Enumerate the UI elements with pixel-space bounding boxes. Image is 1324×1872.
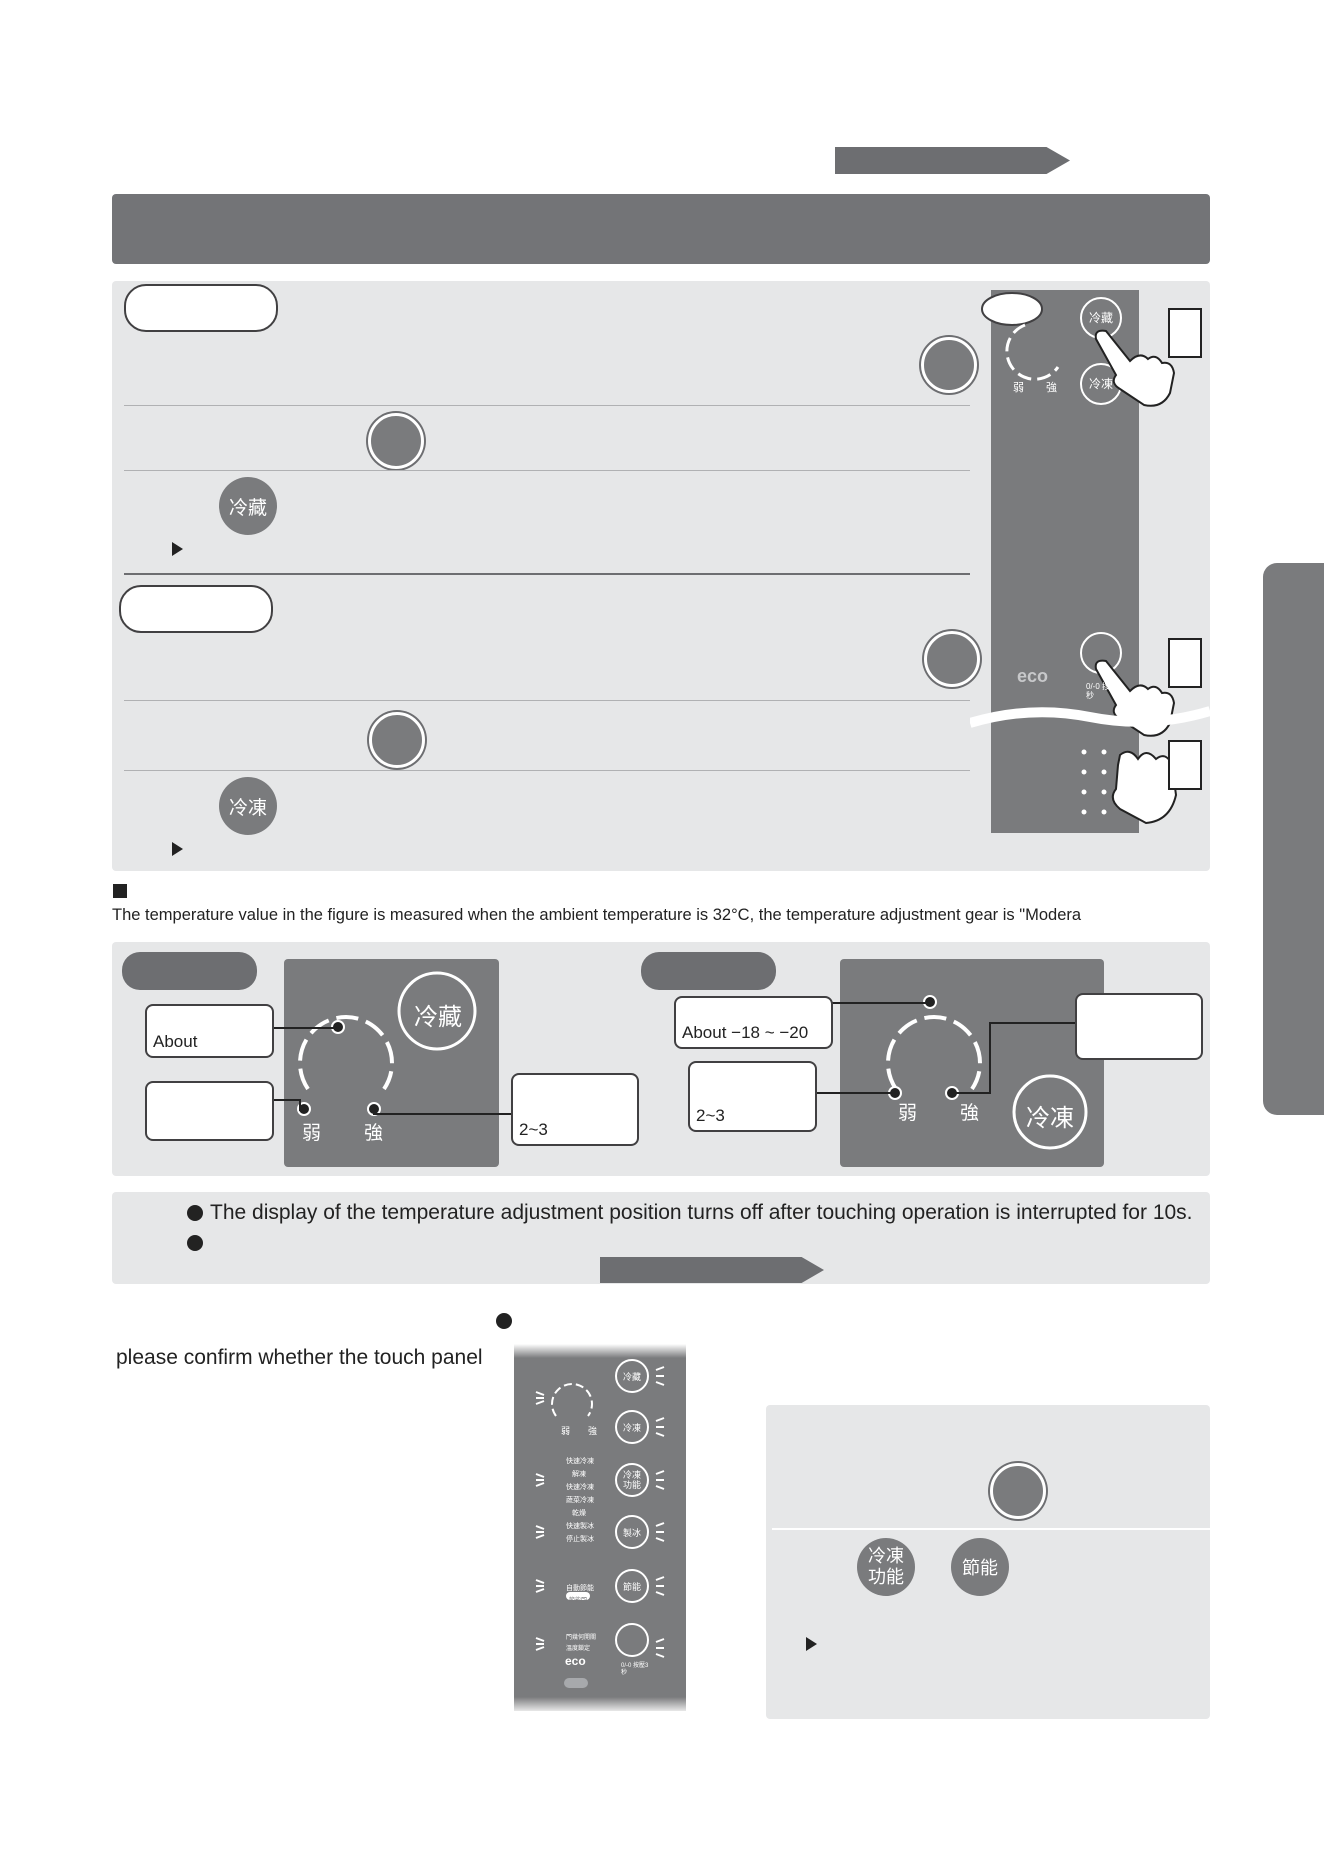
chapter-side-tab	[1263, 563, 1324, 1115]
callout-text: About	[153, 1032, 198, 1051]
divider	[124, 470, 970, 471]
lock-label: 0/-0 按壓3秒	[1086, 682, 1123, 700]
full-panel-func-label: 溫度鎖定	[566, 1646, 591, 1652]
callout-text: 2~3	[519, 1120, 548, 1139]
bullet-triangle	[172, 842, 183, 856]
refrigerate-weak-callout	[145, 1081, 274, 1141]
led-dashes	[535, 1366, 665, 1658]
bullet-triangle	[806, 1637, 817, 1651]
speech-bubble	[981, 292, 1043, 326]
full-panel-func-label: 停止製冰	[566, 1536, 594, 1543]
freeze-button-label: 冷凍	[1089, 377, 1114, 391]
full-panel-func-label: 快速冷凍	[566, 1484, 594, 1491]
full-panel-func-label: 快速冷凍	[566, 1458, 594, 1465]
touch-panel-text: please confirm whether the touch panel	[116, 1346, 483, 1369]
divider	[124, 770, 970, 771]
freeze-button-icon: 冷凍	[219, 777, 277, 835]
full-panel-func-label: 快速製冰	[566, 1523, 594, 1530]
full-panel-func-label: 節能門	[569, 1598, 588, 1604]
step-number-box	[1168, 308, 1202, 358]
bullet-dot	[187, 1205, 203, 1221]
full-panel-button-label: 節能	[622, 1582, 641, 1592]
full-panel-func-label: 門幾何開關	[566, 1635, 597, 1641]
figure-note: The temperature value in the figure is m…	[112, 906, 1082, 924]
step-marker-circle	[924, 631, 980, 687]
full-panel-func-label: 解凍	[572, 1471, 586, 1478]
step-marker-circle	[921, 337, 977, 393]
step-number-box	[1168, 638, 1202, 688]
refrigerate-button-icon: 冷藏	[219, 477, 277, 535]
bullet-dot	[187, 1235, 203, 1251]
freeze-top-callout: About −18 ~ −20	[674, 996, 833, 1049]
section-divider	[124, 573, 970, 575]
full-panel-button-label: 冷凍	[622, 1423, 641, 1433]
full-panel-button-label: 冷凍 功能	[622, 1470, 641, 1490]
refrigerate-section-label	[124, 284, 278, 332]
divider	[772, 1528, 1210, 1530]
indicator-dots	[1081, 749, 1107, 815]
step-number-box	[1168, 740, 1202, 790]
bullet-dot	[496, 1313, 512, 1329]
full-panel-eco-label: eco	[565, 1654, 586, 1668]
freeze-function-button-icon: 冷凍 功能	[857, 1538, 915, 1596]
right-callout-lines	[814, 1002, 1078, 1094]
full-panel-weak-label: 弱	[561, 1426, 571, 1436]
eco-button-icon: 節能	[951, 1538, 1009, 1596]
full-panel-func-label: 乾燥	[572, 1510, 586, 1517]
step-marker-circle	[369, 712, 425, 768]
full-control-panel-graphics	[535, 1359, 665, 1688]
full-panel-func-label: 自動節能	[566, 1585, 594, 1592]
divider	[124, 405, 970, 406]
left-callout-lines	[270, 1027, 512, 1115]
section-header-bar	[112, 194, 1210, 264]
divider	[124, 700, 970, 701]
refrigerate-diagram-label	[122, 952, 257, 990]
step-marker-circle	[990, 1463, 1046, 1519]
full-panel-button-label: 冷藏	[622, 1372, 641, 1382]
open-hand-icon	[1111, 750, 1178, 825]
callout-text: 2~3	[696, 1106, 725, 1125]
dial-strong-label: 強	[1046, 382, 1057, 394]
freeze-section-label	[119, 585, 273, 633]
refrigerate-diagram-button-label: 冷藏	[414, 1004, 462, 1031]
freeze-strong-callout	[1075, 993, 1203, 1060]
refrigerate-button-label: 冷藏	[1089, 311, 1114, 325]
refrigerate-strong-callout: 2~3	[511, 1073, 639, 1146]
dial-weak-label: 弱	[1013, 382, 1024, 394]
notes-banner	[600, 1257, 824, 1283]
strong-label: 強	[364, 1123, 384, 1144]
panel-break-wave	[970, 706, 1210, 728]
note-line-1: The display of the temperature adjustmen…	[210, 1201, 1193, 1224]
eco-label: eco	[1017, 666, 1049, 686]
note-square-bullet	[113, 884, 127, 898]
freeze-diagram-panel	[840, 959, 1104, 1167]
strong-label: 強	[960, 1103, 980, 1124]
full-panel-lock-label: 0/-0 按壓3秒	[621, 1663, 649, 1676]
step-marker-circle	[368, 413, 424, 469]
pointing-hand-icon	[1094, 329, 1176, 407]
callout-text: About −18 ~ −20	[682, 1023, 809, 1042]
full-panel-button-label: 製冰	[622, 1528, 641, 1538]
freeze-diagram-button-label: 冷凍	[1026, 1105, 1074, 1132]
weak-label: 弱	[898, 1103, 918, 1124]
freeze-diagram-label	[641, 952, 776, 990]
temperature-dial-arc	[1005, 323, 1060, 381]
freeze-weak-callout: 2~3	[688, 1061, 817, 1132]
bullet-triangle	[172, 542, 183, 556]
control-panel-overlay	[970, 292, 1210, 825]
weak-label: 弱	[302, 1123, 322, 1144]
full-panel-strong-label: 強	[588, 1426, 598, 1436]
refrigerate-top-callout: About	[145, 1004, 274, 1058]
full-panel-func-label: 蔬菜冷凍	[566, 1497, 594, 1504]
top-section-banner	[835, 147, 1070, 174]
